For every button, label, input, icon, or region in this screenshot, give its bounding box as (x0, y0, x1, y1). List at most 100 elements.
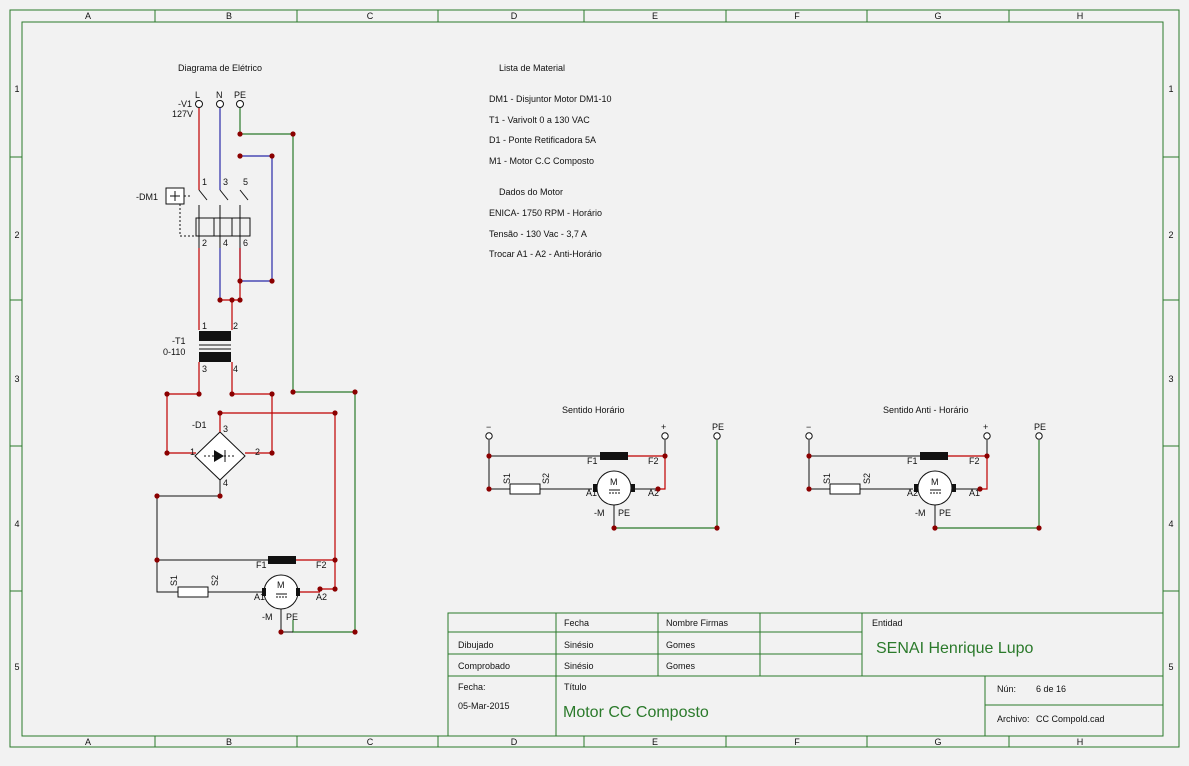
pin-label: 4 (233, 364, 238, 374)
entidad-label: Entidad (872, 618, 903, 628)
t1-range: 0-110 (163, 347, 185, 357)
terminal-l (195, 100, 203, 108)
plus-label: + (661, 422, 666, 432)
motor-m-letter: M (610, 477, 618, 487)
counter-clockwise-diagram: Sentido Anti - Horário − + PE M F1 F2 S1… (805, 405, 1046, 531)
comprobado-label: Comprobado (458, 661, 510, 671)
v1-label: -V1 (178, 99, 192, 109)
row-label: 5 (14, 662, 19, 672)
motor-f2: F2 (648, 456, 659, 466)
materials-block: Lista de Material DM1 - Disjuntor Motor … (489, 63, 612, 259)
motor-a2: A2 (316, 592, 327, 602)
row-label: 4 (14, 519, 19, 529)
motor-pe: PE (286, 612, 298, 622)
col-label: A (85, 737, 91, 747)
minus-label: − (486, 422, 491, 432)
motor-a2: A2 (907, 488, 918, 498)
pe-label: PE (1034, 422, 1046, 432)
col-label: A (85, 11, 91, 21)
pin-label: 2 (255, 447, 260, 457)
pin-label: 3 (223, 424, 228, 434)
motor-f1: F1 (907, 456, 918, 466)
d1-label: -D1 (192, 420, 207, 430)
motor-s2: S2 (210, 575, 220, 586)
col-label: G (934, 11, 941, 21)
nombre-header: Nombre Firmas (666, 618, 729, 628)
motor-data-item: Tensão - 130 Vac - 3,7 A (489, 229, 587, 239)
motor-s1: S1 (169, 575, 179, 586)
motor-m-letter: M (277, 580, 285, 590)
titulo-value: Motor CC Composto (563, 704, 709, 721)
motor-data-title: Dados do Motor (499, 187, 563, 197)
clockwise-title: Sentido Horário (562, 405, 625, 415)
main-schematic: Diagrama de Elétrico -V1 127V L N PE -DM… (136, 63, 358, 635)
junction-dots (154, 131, 358, 635)
col-label: F (794, 11, 800, 21)
pin-label: 3 (202, 364, 207, 374)
motor-label: -M (594, 508, 605, 518)
sheet-frame: A B C D E F G H A B C D E F G H 1 2 3 4 … (9, 9, 1180, 748)
motor-label: -M (262, 612, 273, 622)
pin-label: 1 (202, 321, 207, 331)
pin-label: 1 (202, 177, 207, 187)
pin-label: 2 (233, 321, 238, 331)
counter-title: Sentido Anti - Horário (883, 405, 969, 415)
pin-label: 4 (223, 238, 228, 248)
comprobado-nombre: Gomes (666, 661, 696, 671)
pe-label: PE (712, 422, 724, 432)
motor-m-letter: M (931, 477, 939, 487)
row-label: 3 (14, 374, 19, 384)
motor-s1: S1 (822, 473, 832, 484)
row-label: 3 (1168, 374, 1173, 384)
titulo-label: Título (564, 682, 587, 692)
pe-label: PE (234, 90, 246, 100)
col-label: D (511, 737, 518, 747)
comprobado-fecha: Sinésio (564, 661, 594, 671)
schematic-title: Diagrama de Elétrico (178, 63, 262, 73)
col-label: C (367, 737, 374, 747)
clockwise-diagram: Sentido Horário − + PE M F1 F2 S1 S2 A1 … (485, 405, 724, 531)
materials-title: Lista de Material (499, 63, 565, 73)
dm1-label: -DM1 (136, 192, 158, 202)
motor-label: -M (915, 508, 926, 518)
motor-a1: A1 (586, 488, 597, 498)
motor-s2: S2 (862, 473, 872, 484)
motor-a2: A2 (648, 488, 659, 498)
pin-label: 2 (202, 238, 207, 248)
minus-label: − (806, 422, 811, 432)
motor-f2: F2 (969, 456, 980, 466)
row-label: 5 (1168, 662, 1173, 672)
num-value: 6 de 16 (1036, 684, 1066, 694)
pin-label: 1 (190, 447, 195, 457)
t1-label: -T1 (172, 336, 186, 346)
row-label: 2 (14, 230, 19, 240)
archivo-label: Archivo: (997, 714, 1030, 724)
title-block: Fecha Nombre Firmas Dibujado Sinésio Gom… (447, 612, 1164, 737)
row-label: 4 (1168, 519, 1173, 529)
material-item: T1 - Varivolt 0 a 130 VAC (489, 115, 590, 125)
row-label: 1 (1168, 84, 1173, 94)
motor-data-item: Trocar A1 - A2 - Anti-Horário (489, 249, 602, 259)
row-label: 1 (14, 84, 19, 94)
motor-a1: A1 (254, 592, 265, 602)
entidad-value: SENAI Henrique Lupo (876, 640, 1034, 657)
motor-f1: F1 (587, 456, 598, 466)
motor-data-item: ENICA- 1750 RPM - Horário (489, 208, 602, 218)
num-label: Nún: (997, 684, 1016, 694)
motor-pe: PE (618, 508, 630, 518)
motor-m (177, 556, 300, 632)
motor-f1: F1 (256, 560, 267, 570)
voltage-label: 127V (172, 109, 193, 119)
dibujado-nombre: Gomes (666, 640, 696, 650)
pin-label: 5 (243, 177, 248, 187)
col-label: H (1077, 11, 1084, 21)
motor-s1: S1 (502, 473, 512, 484)
transformer-t1 (199, 331, 231, 362)
col-label: E (652, 737, 658, 747)
col-label: F (794, 737, 800, 747)
motor-f2: F2 (316, 560, 327, 570)
l-label: L (195, 90, 200, 100)
col-label: H (1077, 737, 1084, 747)
material-item: D1 - Ponte Retificadora 5A (489, 135, 596, 145)
